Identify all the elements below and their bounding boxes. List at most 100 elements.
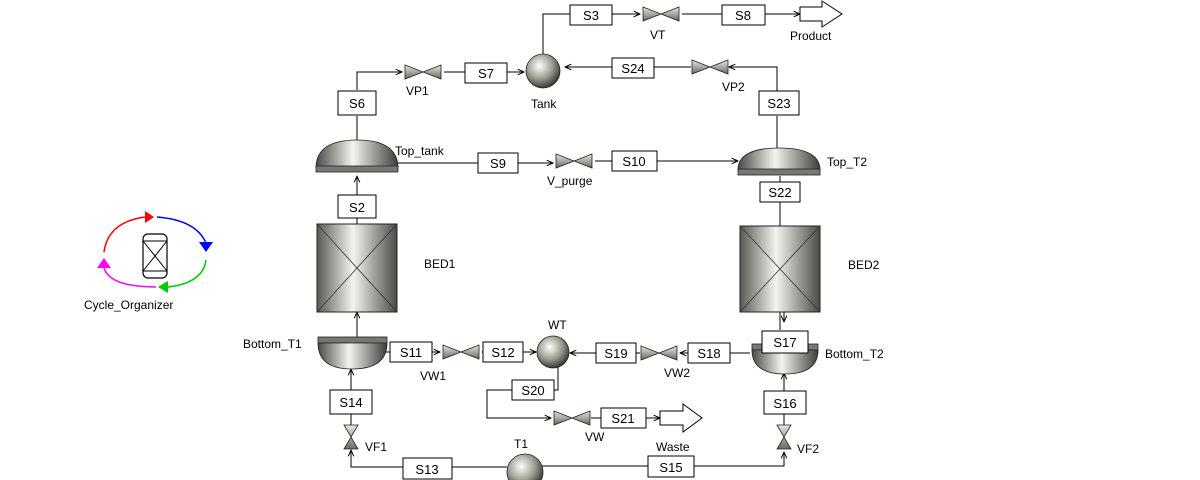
bottom-t1-bowl[interactable] [317,336,388,370]
vf1-label: VF1 [365,440,387,454]
bottom-t2-label: Bottom_T2 [825,347,884,361]
stream-s18-label: S18 [697,346,720,361]
bed1-label: BED1 [424,257,456,271]
cycle-arrowhead-green [158,281,168,293]
vf2-valve[interactable] [776,424,792,450]
stream-s15[interactable]: S15 [647,455,695,478]
stream-s23-label: S23 [767,96,790,111]
waste-outlet-arrow [659,403,703,433]
vt-label: VT [650,28,666,42]
stream-s6-label: S6 [349,96,365,111]
stream-s22-label: S22 [768,185,791,200]
product-label: Product [790,29,832,43]
vf2-label: VF2 [797,442,819,456]
cycle-organizer-label: Cycle_Organizer [84,298,173,312]
product-outlet-arrow [799,0,843,28]
pipe-s15-vf2 [694,452,784,467]
stream-s16-label: S16 [773,396,796,411]
pipe-s20-vw [486,389,551,418]
t1-label: T1 [514,437,528,451]
cycle-arrowhead-magenta [97,258,111,268]
stream-s19-label: S19 [604,346,627,361]
stream-s17-label: S17 [773,335,796,350]
top-tank-label: Top_tank [395,144,445,158]
v-purge-label: V_purge [547,174,593,188]
stream-s20-label: S20 [521,383,544,398]
stream-s15-label: S15 [659,460,682,475]
tank-label: Tank [531,97,557,111]
stream-s16[interactable]: S16 [763,390,807,415]
pipe-s6-vp1 [356,72,402,90]
pipes [351,13,800,468]
pipe-s13-vf1 [351,450,403,468]
vw-valve[interactable] [553,410,591,426]
bed1-column[interactable] [316,223,398,313]
top-t2-label: Top_T2 [827,155,867,169]
stream-s24-label: S24 [621,61,644,76]
vw2-label: VW2 [664,366,690,380]
stream-s11-label: S11 [400,345,422,360]
stream-s7-label: S7 [478,66,494,81]
top-tank-dome[interactable] [315,139,399,173]
wt-label: WT [548,318,567,332]
stream-s13[interactable]: S13 [402,457,453,480]
vp2-valve[interactable] [691,59,729,75]
cycle-arrowhead-red [145,211,154,223]
vf1-valve[interactable] [343,424,359,450]
stream-s13-label: S13 [415,462,438,477]
tank-vessel[interactable] [525,53,561,89]
cycle-arrowhead-blue [199,242,213,252]
stream-s2-label: S2 [349,200,365,215]
vp1-valve[interactable] [404,64,442,80]
cycle-arrow-magenta [103,267,157,288]
stream-s20[interactable]: S20 [511,379,555,401]
stream-s21[interactable]: S21 [600,407,647,429]
bottom-t1-label: Bottom_T1 [243,337,302,351]
top-t2-dome[interactable] [737,147,821,176]
stream-s22[interactable]: S22 [759,181,801,203]
stream-s14-label: S14 [339,395,362,410]
cycle-arrow-red [103,216,146,253]
pipe-bed2-s17 [779,311,784,330]
stream-s8-label: S8 [735,8,751,23]
stream-s10-label: S10 [622,154,645,169]
stream-s18[interactable]: S18 [687,342,731,364]
v-purge-valve[interactable] [555,153,593,169]
stream-s11[interactable]: S11 [389,341,433,363]
stream-s2[interactable]: S2 [337,194,377,219]
pipe-s23-vp2 [729,67,778,91]
bed2-column[interactable] [739,225,821,313]
bed2-label: BED2 [848,258,880,272]
cycle-organizer[interactable]: Cycle_Organizer [84,211,213,312]
cycle-arrow-blue [156,216,207,244]
stream-s24[interactable]: S24 [611,57,655,79]
pipe-tank-s3 [542,13,570,55]
vw1-label: VW1 [420,369,446,383]
stream-s12[interactable]: S12 [482,341,524,363]
vp2-label: VP2 [722,80,745,94]
stream-s7[interactable]: S7 [464,62,508,84]
stream-s10[interactable]: S10 [611,150,658,172]
vp1-label: VP1 [406,84,429,98]
stream-s23[interactable]: S23 [758,90,800,116]
stream-s21-label: S21 [611,411,634,426]
stream-s19[interactable]: S19 [595,342,637,364]
stream-s6[interactable]: S6 [337,90,377,116]
vw1-valve[interactable] [442,344,480,360]
stream-s9[interactable]: S9 [477,152,519,174]
vt-valve[interactable] [642,6,680,22]
cycle-arrow-green [167,259,207,288]
stream-s3[interactable]: S3 [569,4,613,26]
stream-s12-label: S12 [491,345,514,360]
stream-s3-label: S3 [583,8,599,23]
vw2-valve[interactable] [640,345,678,361]
wt-vessel[interactable] [536,335,570,369]
stream-s9-label: S9 [490,156,506,171]
column-icon [142,233,168,279]
stream-s14[interactable]: S14 [329,389,373,415]
t1-vessel[interactable] [506,453,544,480]
stream-s17[interactable]: S17 [761,330,809,354]
vw-label: VW [585,430,605,444]
stream-s8[interactable]: S8 [721,4,766,26]
